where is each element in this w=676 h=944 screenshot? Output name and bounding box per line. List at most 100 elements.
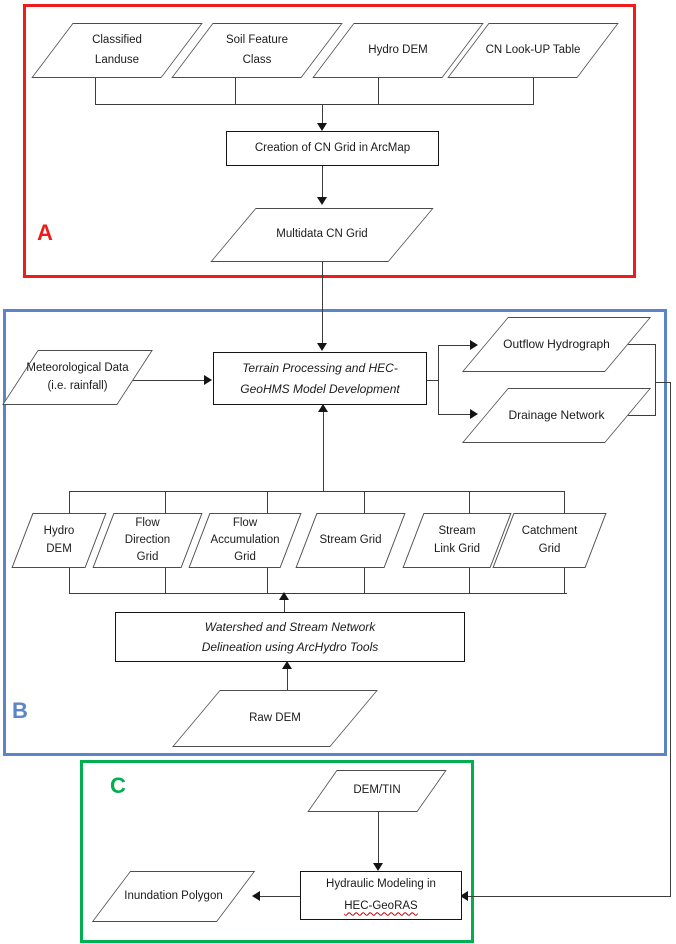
arrowhead-icon — [470, 340, 478, 350]
node-stream-link-grid: Stream Link Grid — [402, 513, 512, 568]
connector-line — [235, 78, 236, 105]
connector-line — [267, 491, 268, 513]
node-drainage-network: Drainage Network — [461, 388, 652, 443]
section-c-label: C — [110, 773, 126, 798]
arrowhead-icon — [460, 891, 468, 901]
arrow-terrain-to-drainage — [438, 414, 472, 415]
node-stream-grid: Stream Grid — [295, 513, 406, 568]
connector-line — [655, 382, 671, 383]
node-cn-lookup-table: CN Look-UP Table — [447, 23, 619, 78]
section-a-frame — [23, 4, 636, 278]
arrowhead-icon — [282, 661, 292, 669]
arrow-grids-to-terrain — [323, 411, 324, 491]
arrowhead-icon — [279, 592, 289, 600]
node-meteorological-data-label: Meteorological Data (i.e. rainfall) — [26, 362, 129, 392]
node-soil-feature-class: Soil Feature Class — [171, 23, 343, 78]
connector-line — [69, 568, 70, 593]
connector-line — [95, 78, 96, 105]
connector-line — [267, 568, 268, 593]
connector-line — [469, 491, 470, 513]
connector-line — [564, 568, 565, 593]
connector-line — [469, 568, 470, 593]
section-a-label: A — [37, 220, 53, 245]
arrowhead-icon — [252, 891, 260, 901]
connector-gather-line — [69, 593, 567, 594]
node-drainage-network-label: Drainage Network — [508, 408, 605, 423]
connector-line — [165, 491, 166, 513]
node-inundation-polygon-label: Inundation Polygon — [124, 889, 223, 902]
arrow-hydraulic-to-inundation — [259, 896, 300, 897]
connector-line — [364, 568, 365, 593]
node-dem-tin-label: DEM/TIN — [353, 784, 401, 797]
node-catchment-grid-label: Catchment Grid — [521, 525, 578, 555]
node-classified-landuse: Classified Landuse — [31, 23, 203, 78]
node-flow-direction-grid: Flow Direction Grid — [92, 513, 203, 568]
section-c-frame — [80, 760, 474, 943]
node-flow-accumulation-grid: Flow Accumulation Grid — [188, 513, 302, 568]
node-hydro-dem-a: Hydro DEM — [312, 23, 484, 78]
node-watershed-delineation: Watershed and Stream Network Delineation… — [115, 612, 465, 662]
node-terrain-processing: Terrain Processing and HEC- GeoHMS Model… — [213, 352, 427, 405]
connector-line — [69, 491, 70, 513]
connector-line — [564, 491, 565, 513]
arrow-creation-to-multidata — [322, 164, 323, 197]
arrow-rawdem-to-watershed — [287, 668, 288, 690]
node-terrain-processing-label: Terrain Processing and HEC- GeoHMS Model… — [240, 361, 400, 396]
arrowhead-icon — [204, 375, 212, 385]
hydraulic-modeling-line1: Hydraulic Modeling in — [326, 878, 436, 891]
node-flow-direction-grid-label: Flow Direction Grid — [124, 516, 171, 564]
connector-line — [438, 345, 439, 415]
connector-gather-line — [95, 104, 534, 105]
node-catchment-grid: Catchment Grid — [492, 513, 607, 568]
node-hydro-dem-b-label: Hydro DEM — [43, 525, 75, 555]
node-stream-grid-label: Stream Grid — [319, 533, 382, 546]
node-multidata-cn-grid-label: Multidata CN Grid — [276, 228, 368, 241]
arrowhead-icon — [318, 404, 328, 412]
node-raw-dem-label: Raw DEM — [249, 711, 301, 724]
arrow-multidata-to-terrain — [322, 262, 323, 344]
node-dem-tin: DEM/TIN — [307, 770, 447, 812]
connector-line — [165, 568, 166, 593]
hydraulic-modeling-line2: HEC-GeoRAS — [344, 899, 418, 912]
node-hydro-dem-b: Hydro DEM — [11, 513, 107, 568]
node-outflow-hydrograph: Outflow Hydrograph — [461, 317, 652, 372]
node-soil-feature-class-label: Soil Feature Class — [225, 33, 288, 66]
connector-gather-line — [69, 491, 565, 492]
arrow-inputs-to-creation — [322, 104, 323, 124]
node-hydraulic-modeling-label: Hydraulic Modeling in HEC-GeoRAS — [326, 874, 436, 917]
node-multidata-cn-grid: Multidata CN Grid — [210, 208, 434, 262]
node-cn-lookup-table-label: CN Look-UP Table — [485, 43, 581, 56]
connector-line — [425, 380, 439, 381]
connector-line — [655, 344, 656, 416]
arrow-terrain-to-outflow — [438, 345, 472, 346]
node-classified-landuse-label: Classified Landuse — [92, 33, 142, 66]
arrow-demtin-to-hydraulic — [378, 812, 379, 864]
connector-line — [533, 78, 534, 105]
arrowhead-icon — [373, 863, 383, 871]
arrow-connector-to-hydraulic — [468, 896, 671, 897]
arrowhead-icon — [317, 343, 327, 351]
arrowhead-icon — [470, 409, 478, 419]
node-hydraulic-modeling: Hydraulic Modeling in HEC-GeoRAS — [300, 871, 462, 920]
node-flow-accumulation-grid-label: Flow Accumulation Grid — [210, 516, 280, 564]
arrowhead-icon — [317, 197, 327, 205]
node-raw-dem: Raw DEM — [172, 690, 378, 747]
node-hydro-dem-a-label: Hydro DEM — [368, 43, 428, 56]
arrow-watershed-to-grids — [284, 599, 285, 612]
connector-line — [364, 491, 365, 513]
connector-line — [622, 415, 655, 416]
node-watershed-delineation-label: Watershed and Stream Network Delineation… — [201, 619, 379, 654]
section-b-label: B — [12, 698, 28, 723]
connector-b-to-c — [670, 382, 671, 897]
node-creation-cn-grid: Creation of CN Grid in ArcMap — [226, 131, 439, 166]
section-b-frame — [3, 309, 667, 756]
arrowhead-icon — [317, 123, 327, 131]
node-creation-cn-grid-label: Creation of CN Grid in ArcMap — [254, 142, 411, 155]
node-stream-link-grid-label: Stream Link Grid — [433, 525, 481, 555]
connector-line — [622, 344, 655, 345]
node-meteorological-data: Meteorological Data (i.e. rainfall) — [2, 350, 153, 405]
connector-line — [378, 78, 379, 105]
node-inundation-polygon: Inundation Polygon — [91, 871, 256, 922]
node-outflow-hydrograph-label: Outflow Hydrograph — [503, 337, 610, 352]
